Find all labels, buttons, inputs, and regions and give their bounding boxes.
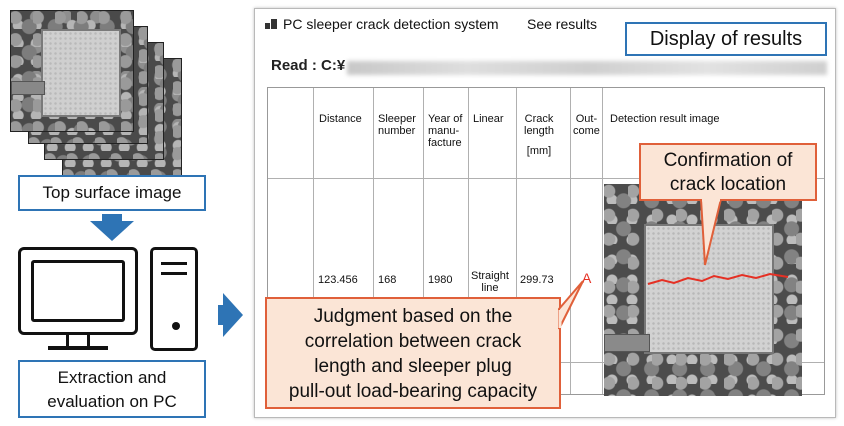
- down-arrow-stem: [102, 214, 122, 222]
- header-distance: Distance: [319, 113, 362, 125]
- top-surface-image: [10, 10, 134, 132]
- confirmation-callout: Confirmation of crack location: [639, 143, 817, 201]
- rail-plate: [11, 81, 45, 95]
- judgment-line-1: Judgment based on the: [313, 306, 513, 327]
- display-of-results-text: Display of results: [649, 28, 803, 50]
- cell-sleeper-number: 168: [378, 274, 397, 286]
- read-path-label: Read : C:¥: [271, 57, 346, 74]
- window-title: PC sleeper crack detection system: [283, 16, 499, 32]
- judgment-pointer: [558, 280, 584, 330]
- cell-year: 1980: [428, 274, 453, 286]
- judgment-line-4: pull-out load-bearing capacity: [288, 381, 538, 402]
- cell-linear: Straight line: [471, 270, 509, 294]
- cell-outcome: A: [582, 270, 592, 286]
- judgment-line-2: correlation between crack: [304, 331, 522, 352]
- header-outcome: Out- come: [573, 113, 600, 137]
- top-surface-label-text: Top surface image: [42, 183, 182, 202]
- confirmation-line-1: Confirmation of: [663, 150, 793, 171]
- pc-evaluation-label: Extraction and evaluation on PC: [18, 360, 206, 418]
- header-detection-image: Detection result image: [610, 113, 720, 125]
- cell-distance: 123.456: [318, 274, 358, 286]
- confirmation-pointer: [699, 199, 723, 266]
- display-of-results-tag: Display of results: [625, 22, 827, 56]
- read-path-blurred: [347, 61, 827, 75]
- header-crack-length: Crack length [mm]: [524, 113, 554, 157]
- result-rail-plate: [604, 334, 650, 352]
- monitor-icon: [18, 247, 138, 335]
- confirmation-line-2: crack location: [669, 174, 787, 195]
- pc-tower-icon: [150, 247, 198, 351]
- app-icon: [265, 19, 277, 29]
- header-year: Year of manu- facture: [428, 113, 463, 149]
- header-linear: Linear: [473, 113, 504, 125]
- monitor-base: [48, 346, 108, 350]
- results-window: PC sleeper crack detection system See re…: [254, 8, 836, 418]
- judgment-line-3: length and sleeper plug: [314, 356, 512, 377]
- right-arrow-icon: [223, 293, 243, 337]
- down-arrow-icon: [90, 221, 134, 241]
- pc-label-line-2: evaluation on PC: [47, 392, 177, 411]
- detection-result-image: [604, 184, 802, 396]
- sleeper-surface: [41, 29, 121, 117]
- header-sleeper-number: Sleeper number: [378, 113, 416, 137]
- pc-label-line-1: Extraction and: [57, 368, 167, 387]
- menu-see-results[interactable]: See results: [527, 16, 598, 32]
- judgment-callout: Judgment based on the correlation betwee…: [265, 297, 561, 409]
- crack-line: [647, 272, 789, 285]
- right-arrow-stem: [218, 305, 224, 325]
- header-crack-unit: [mm]: [526, 145, 552, 157]
- cell-crack-length: 299.73: [520, 274, 554, 286]
- monitor-stand: [66, 334, 90, 348]
- top-surface-label: Top surface image: [18, 175, 206, 211]
